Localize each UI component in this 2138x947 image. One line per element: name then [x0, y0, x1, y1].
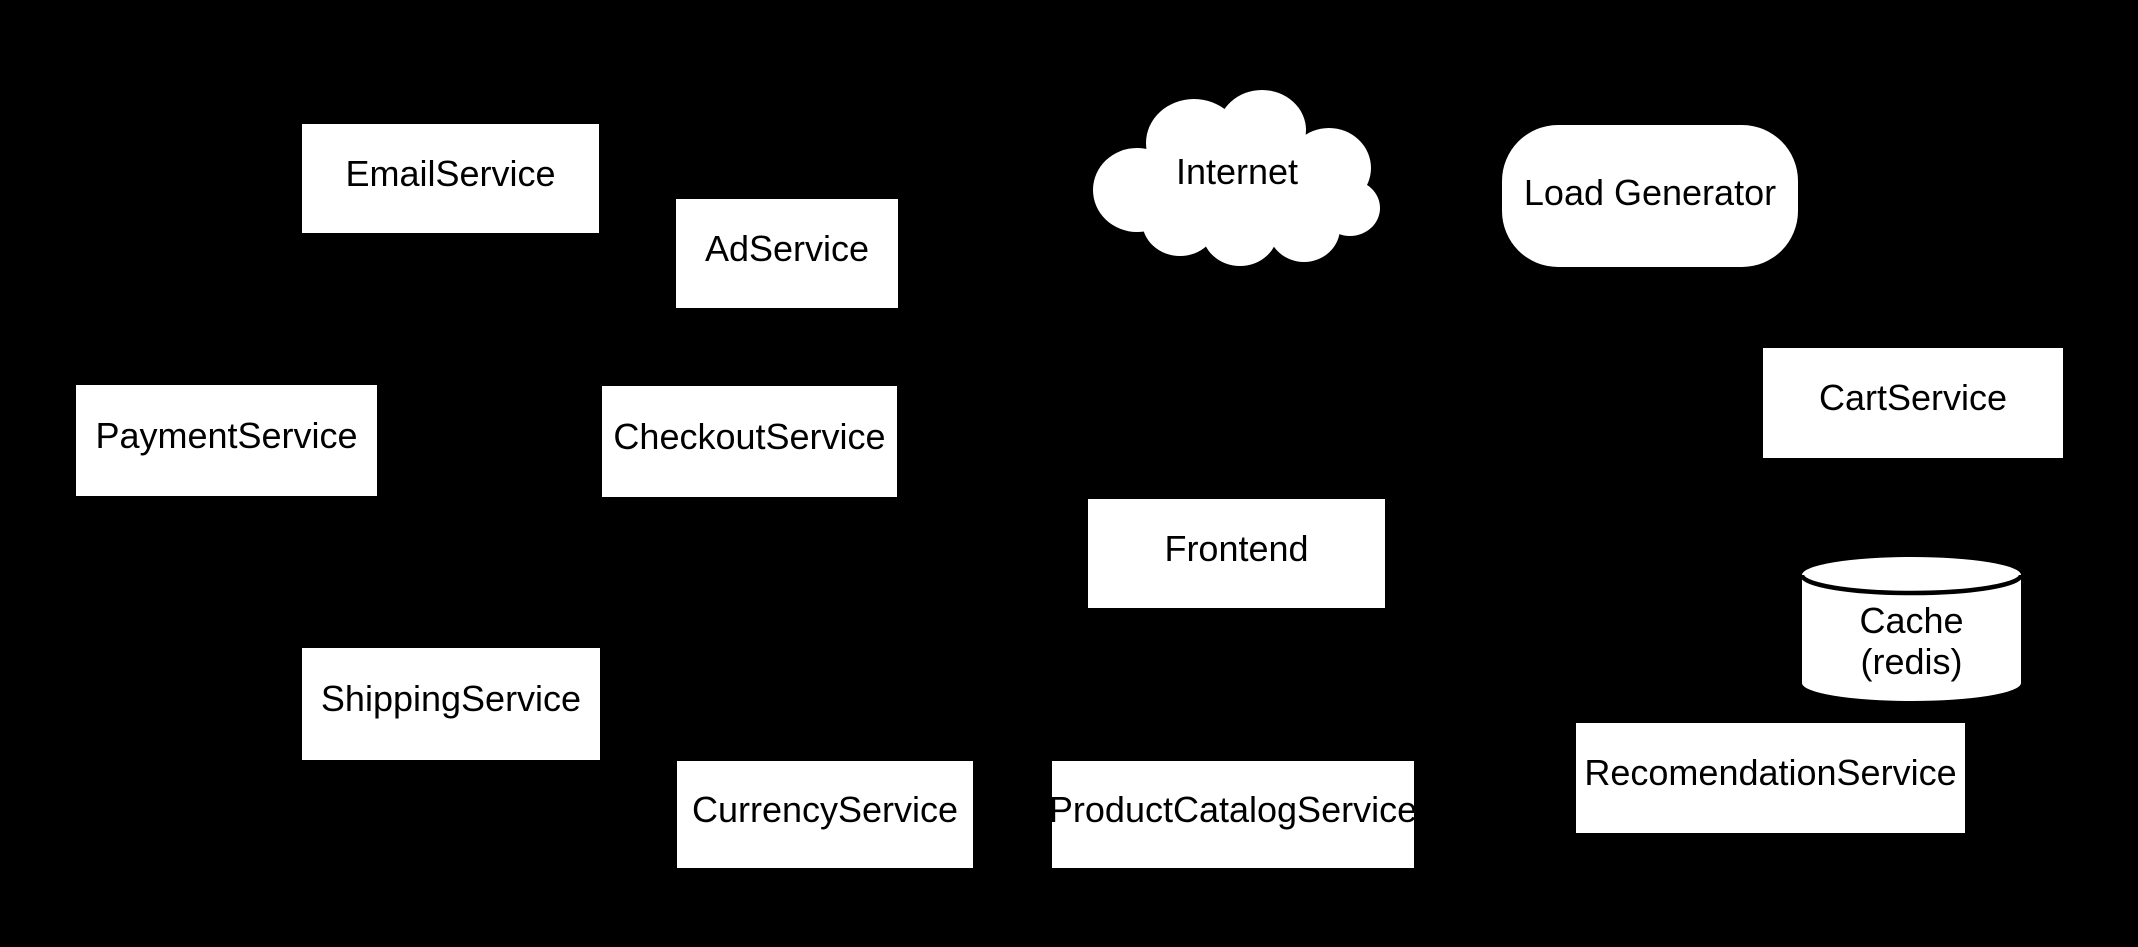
node-checkout-service: CheckoutService	[602, 386, 897, 497]
node-label: AdService	[704, 227, 870, 269]
node-shipping-service: ShippingService	[302, 648, 600, 760]
node-ad-service: AdService	[676, 199, 898, 308]
node-label: Frontend	[1164, 527, 1309, 569]
database-cylinder-icon	[1800, 557, 2023, 701]
node-label: Load Generator	[1523, 172, 1777, 214]
node-payment-service: PaymentService	[76, 385, 377, 496]
node-label: ProductCatalogService	[1048, 788, 1418, 830]
node-recomendation-service: RecomendationService	[1576, 723, 1965, 833]
node-product-catalog-service: ProductCatalogService	[1048, 761, 1418, 868]
node-label: Internet	[1175, 151, 1299, 193]
node-cache-redis: Cache (redis)	[1800, 555, 2023, 703]
node-email-service: EmailService	[302, 124, 599, 233]
node-frontend: Frontend	[1088, 499, 1385, 608]
node-currency-service: CurrencyService	[677, 761, 973, 868]
node-internet: Internet	[1092, 88, 1382, 268]
node-label: EmailService	[345, 152, 556, 194]
cloud-icon	[1093, 90, 1380, 266]
node-label: ShippingService	[320, 678, 582, 720]
node-label: CurrencyService	[691, 788, 959, 830]
node-load-generator: Load Generator	[1502, 125, 1798, 267]
node-label: CheckoutService	[613, 415, 886, 457]
node-label: PaymentService	[95, 414, 358, 456]
node-cart-service: CartService	[1763, 348, 2063, 458]
node-label: Cache (redis)	[1859, 600, 1964, 682]
node-label: RecomendationService	[1584, 752, 1957, 794]
node-label: CartService	[1818, 377, 2008, 419]
